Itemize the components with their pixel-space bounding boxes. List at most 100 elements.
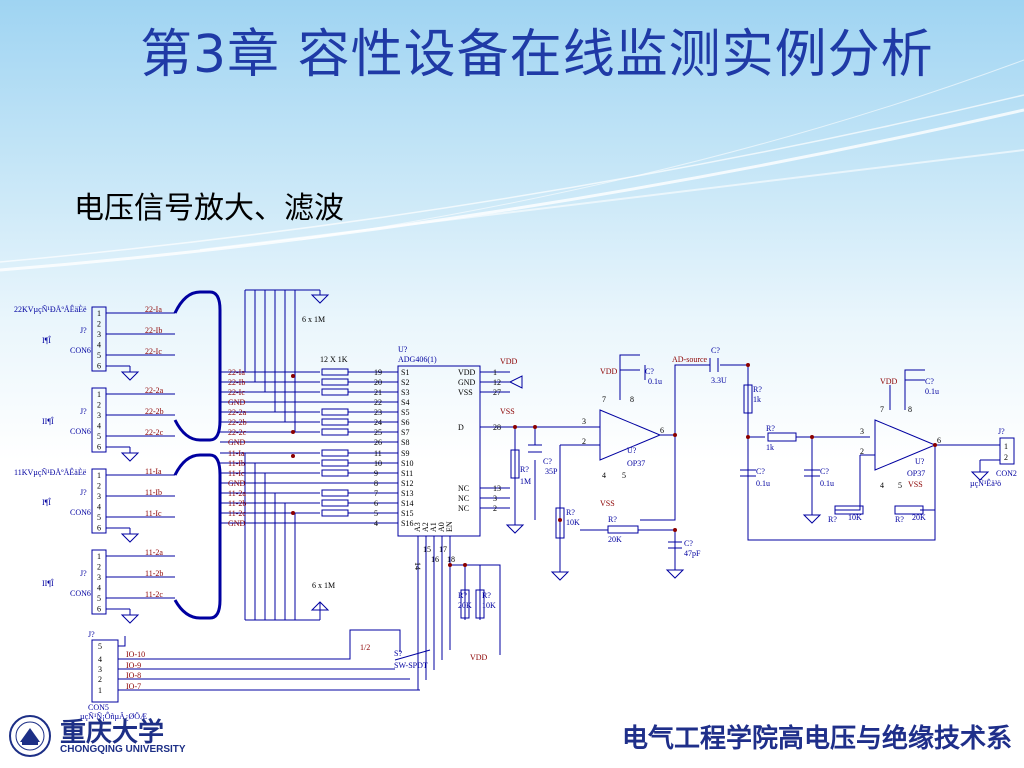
mux-net-0: 22-Ia [228,368,245,377]
net-22-2b: 22-2b [145,407,164,416]
mux-rightnum-1: 12 [493,378,501,387]
con2-pin-1: 1 [97,390,101,399]
mux-input-s8: S8 [401,438,409,447]
university-name-en: CHONGQING UNIVERSITY [60,744,186,755]
mux-pinnum-3: 22 [374,398,382,407]
con2-pin-6: 6 [97,443,101,452]
op2-pin6: 6 [937,436,941,445]
ad-source-label: AD-source [672,355,708,364]
con3-pin-3: 3 [97,492,101,501]
op1-ref: U? [627,446,637,455]
connector-j3-body [91,468,107,534]
con3-pin-5: 5 [97,513,101,522]
c-47p-ref: C? [684,539,693,548]
op1-pin5: 5 [622,471,626,480]
mux-addr-0: A3 [413,522,422,532]
vdd-mux: VDD [500,357,518,366]
mux-pin15: 15 [423,545,431,554]
r-20k-c-ref: R? [458,591,467,600]
net-io-8: IO-8 [126,671,141,680]
r-10k-c-ref: R? [482,591,491,600]
mux-net-11: GND [228,479,246,488]
mux-right-4: NC [458,484,469,493]
mux-rightnum-2: 27 [493,388,501,397]
c-dec2-ref: C? [925,377,934,386]
con4-pin-5: 5 [97,594,101,603]
switch-part: SW-SPDT [394,661,428,670]
mux-right-5: NC [458,494,469,503]
c-dec1-ref: C? [645,367,654,376]
r-1k-b-ref: R? [766,424,775,433]
con4-pin-2: 2 [97,563,101,572]
university-seal-icon [9,715,51,757]
mux-input-s11: S11 [401,469,413,478]
con4-pin-3: 3 [97,573,101,582]
op1-part: OP37 [627,459,645,468]
mux-rightnum-3: 28 [493,423,501,432]
op1-pin6: 6 [660,426,664,435]
con1-pin-4: 4 [97,341,101,350]
r-1m-ref: R? [520,465,529,474]
mux-pinnum-12: 7 [374,489,378,498]
r-10k-b-val: 10K [848,513,862,522]
r-10k-ref: R? [566,508,575,517]
con2-ref: J? [80,407,87,416]
mux-net-14: 11-2c [228,509,246,518]
mux-adg406-body [397,365,481,537]
op2-part: OP37 [907,469,925,478]
con-out-ref: J? [998,427,1005,436]
net-11-2a: 11-2a [145,548,163,557]
mux-addr-2: A1 [429,522,438,532]
connector-output-body [999,437,1015,465]
mux-pin16: 16 [431,555,439,564]
net-io-9: IO-9 [126,661,141,670]
op2-pin5: 5 [898,481,902,490]
con3-pin-1: 1 [97,471,101,480]
r-10k-c-val: 10K [482,601,496,610]
mux-input-s2: S2 [401,378,409,387]
vdd-bottom: VDD [470,653,488,662]
net-22-1a: 22-Ia [145,305,162,314]
con2-pin-3: 3 [97,411,101,420]
mux-input-s13: S13 [401,489,413,498]
con-ctrl-part: CON5 [88,703,109,712]
mux-net-6: 22-2c [228,428,247,437]
r-1k-a-val: 1k [753,395,761,404]
con1-pin-3: 3 [97,330,101,339]
op1-pin2: 2 [582,437,586,446]
mux-net-1: 22-Ib [228,378,245,387]
c-01-b-ref: C? [820,467,829,476]
university-logo: 重庆大学 CHONGQING UNIVERSITY [8,710,186,762]
mux-input-s6: S6 [401,418,409,427]
connector-control-body [91,639,119,703]
vdd-op1: VDD [600,367,618,376]
mux-net-12: 11-2a [228,489,246,498]
op2-pin7: 7 [880,405,884,414]
r-1k-a-ref: R? [753,385,762,394]
junction-dots [291,363,937,567]
mux-input-s3: S3 [401,388,409,397]
con2-phase: II¶Î [42,416,54,426]
op2-pin8: 8 [908,405,912,414]
mux-rightnum-4: 13 [493,484,501,493]
con1-header: 22KVµçÑ¹ÐÅºÅÊäÈë [14,304,87,314]
mux-input-s12: S12 [401,479,413,488]
c-3u-ref: C? [711,346,720,355]
mux-rightnum-6: 2 [493,504,497,513]
mux-input-s10: S10 [401,459,413,468]
mux-input-s9: S9 [401,449,409,458]
connector-j2-body [91,387,107,453]
mux-pinnum-11: 8 [374,479,378,488]
switch-pin: 1/2 [360,643,370,652]
mux-pinnum-13: 6 [374,499,378,508]
mux-ref: U? [398,345,408,354]
con4-pin-4: 4 [97,584,101,593]
r-1m-val: 1M [520,477,531,486]
con2-pin-5: 5 [97,432,101,441]
net-22-2c: 22-2c [145,428,164,437]
mux-input-s15: S15 [401,509,413,518]
r-20k-b-ref: R? [895,515,904,524]
connector-j1-body [91,306,107,372]
con3-part: CON6 [70,508,91,517]
